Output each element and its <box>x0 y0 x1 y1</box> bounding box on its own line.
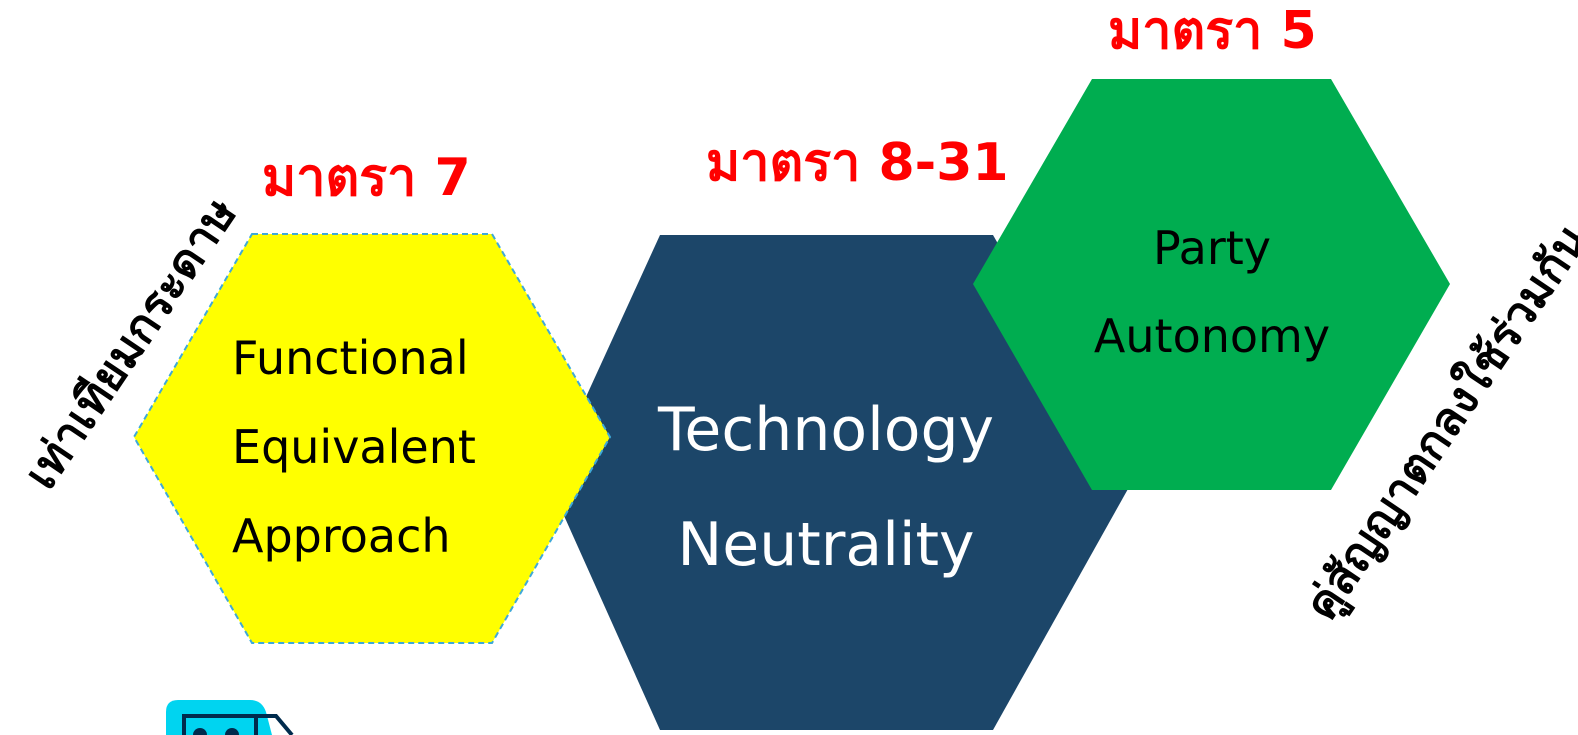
center-hexagon-line-1: Technology <box>657 395 995 465</box>
left-law-label: มาตรา 7 <box>262 148 471 208</box>
left-hexagon-line-2: Equivalent <box>232 420 476 474</box>
left-hexagon <box>132 233 612 644</box>
right-hexagon-line-1: Party <box>1152 221 1272 275</box>
center-law-label: มาตรา 8-31 <box>706 133 1009 193</box>
center-hexagon <box>548 235 1133 730</box>
right-law-label: มาตรา 5 <box>1108 1 1317 61</box>
right-hexagon <box>973 79 1450 490</box>
center-hexagon-line-2: Neutrality <box>677 510 975 580</box>
truck-icon <box>166 700 294 735</box>
left-hexagon-line-1: Functional <box>232 331 469 385</box>
left-hexagon-line-3: Approach <box>232 509 451 563</box>
right-hexagon-line-2: Autonomy <box>1093 309 1331 363</box>
